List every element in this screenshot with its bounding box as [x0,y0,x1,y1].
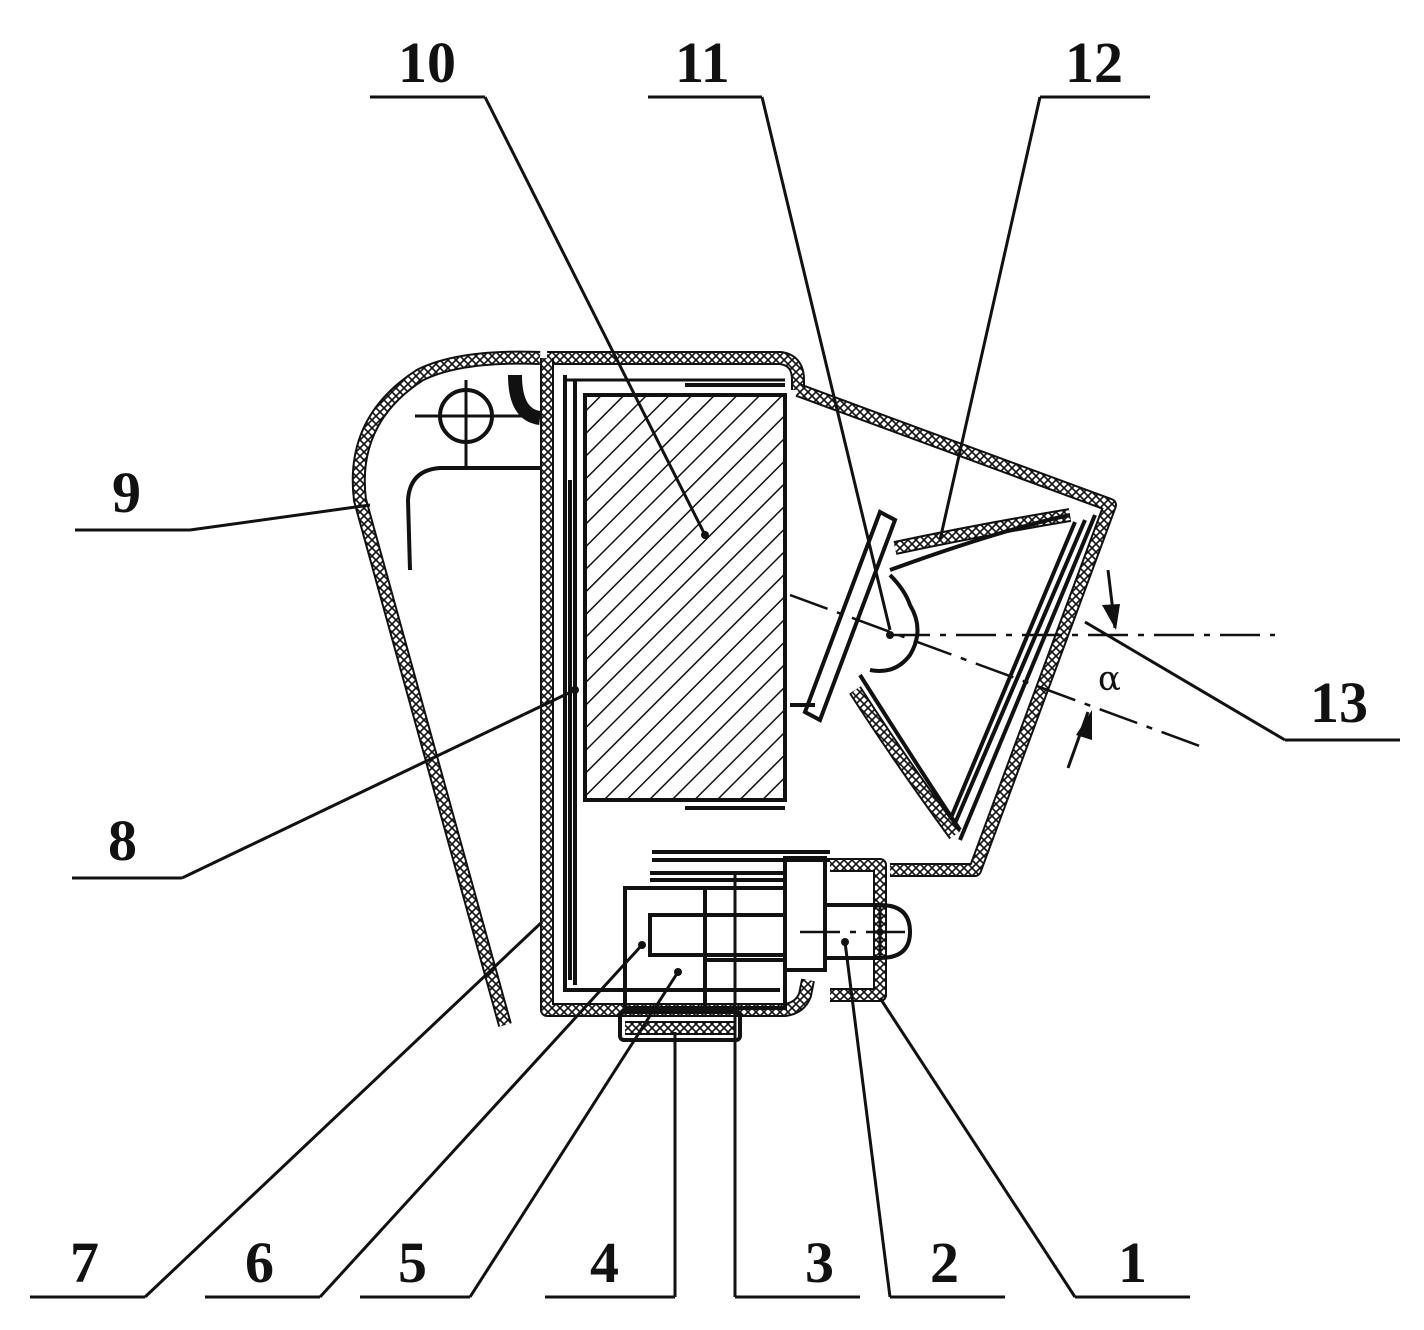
label-9: 9 [112,460,141,525]
label-5: 5 [398,1230,427,1295]
label-4: 4 [590,1230,619,1295]
label-2: 2 [930,1230,959,1295]
label-13: 13 [1310,670,1368,735]
label-10: 10 [398,30,456,95]
alpha-symbol: α [1098,659,1121,699]
label-6: 6 [245,1230,274,1295]
handle [359,358,540,1025]
label-12: 12 [1065,30,1123,95]
label-3: 3 [805,1230,834,1295]
label-7: 7 [70,1230,99,1295]
label-11: 11 [675,30,730,95]
label-8: 8 [108,808,137,873]
lamp-head [790,390,1275,870]
label-1: 1 [1118,1230,1147,1295]
battery-block [585,395,785,800]
